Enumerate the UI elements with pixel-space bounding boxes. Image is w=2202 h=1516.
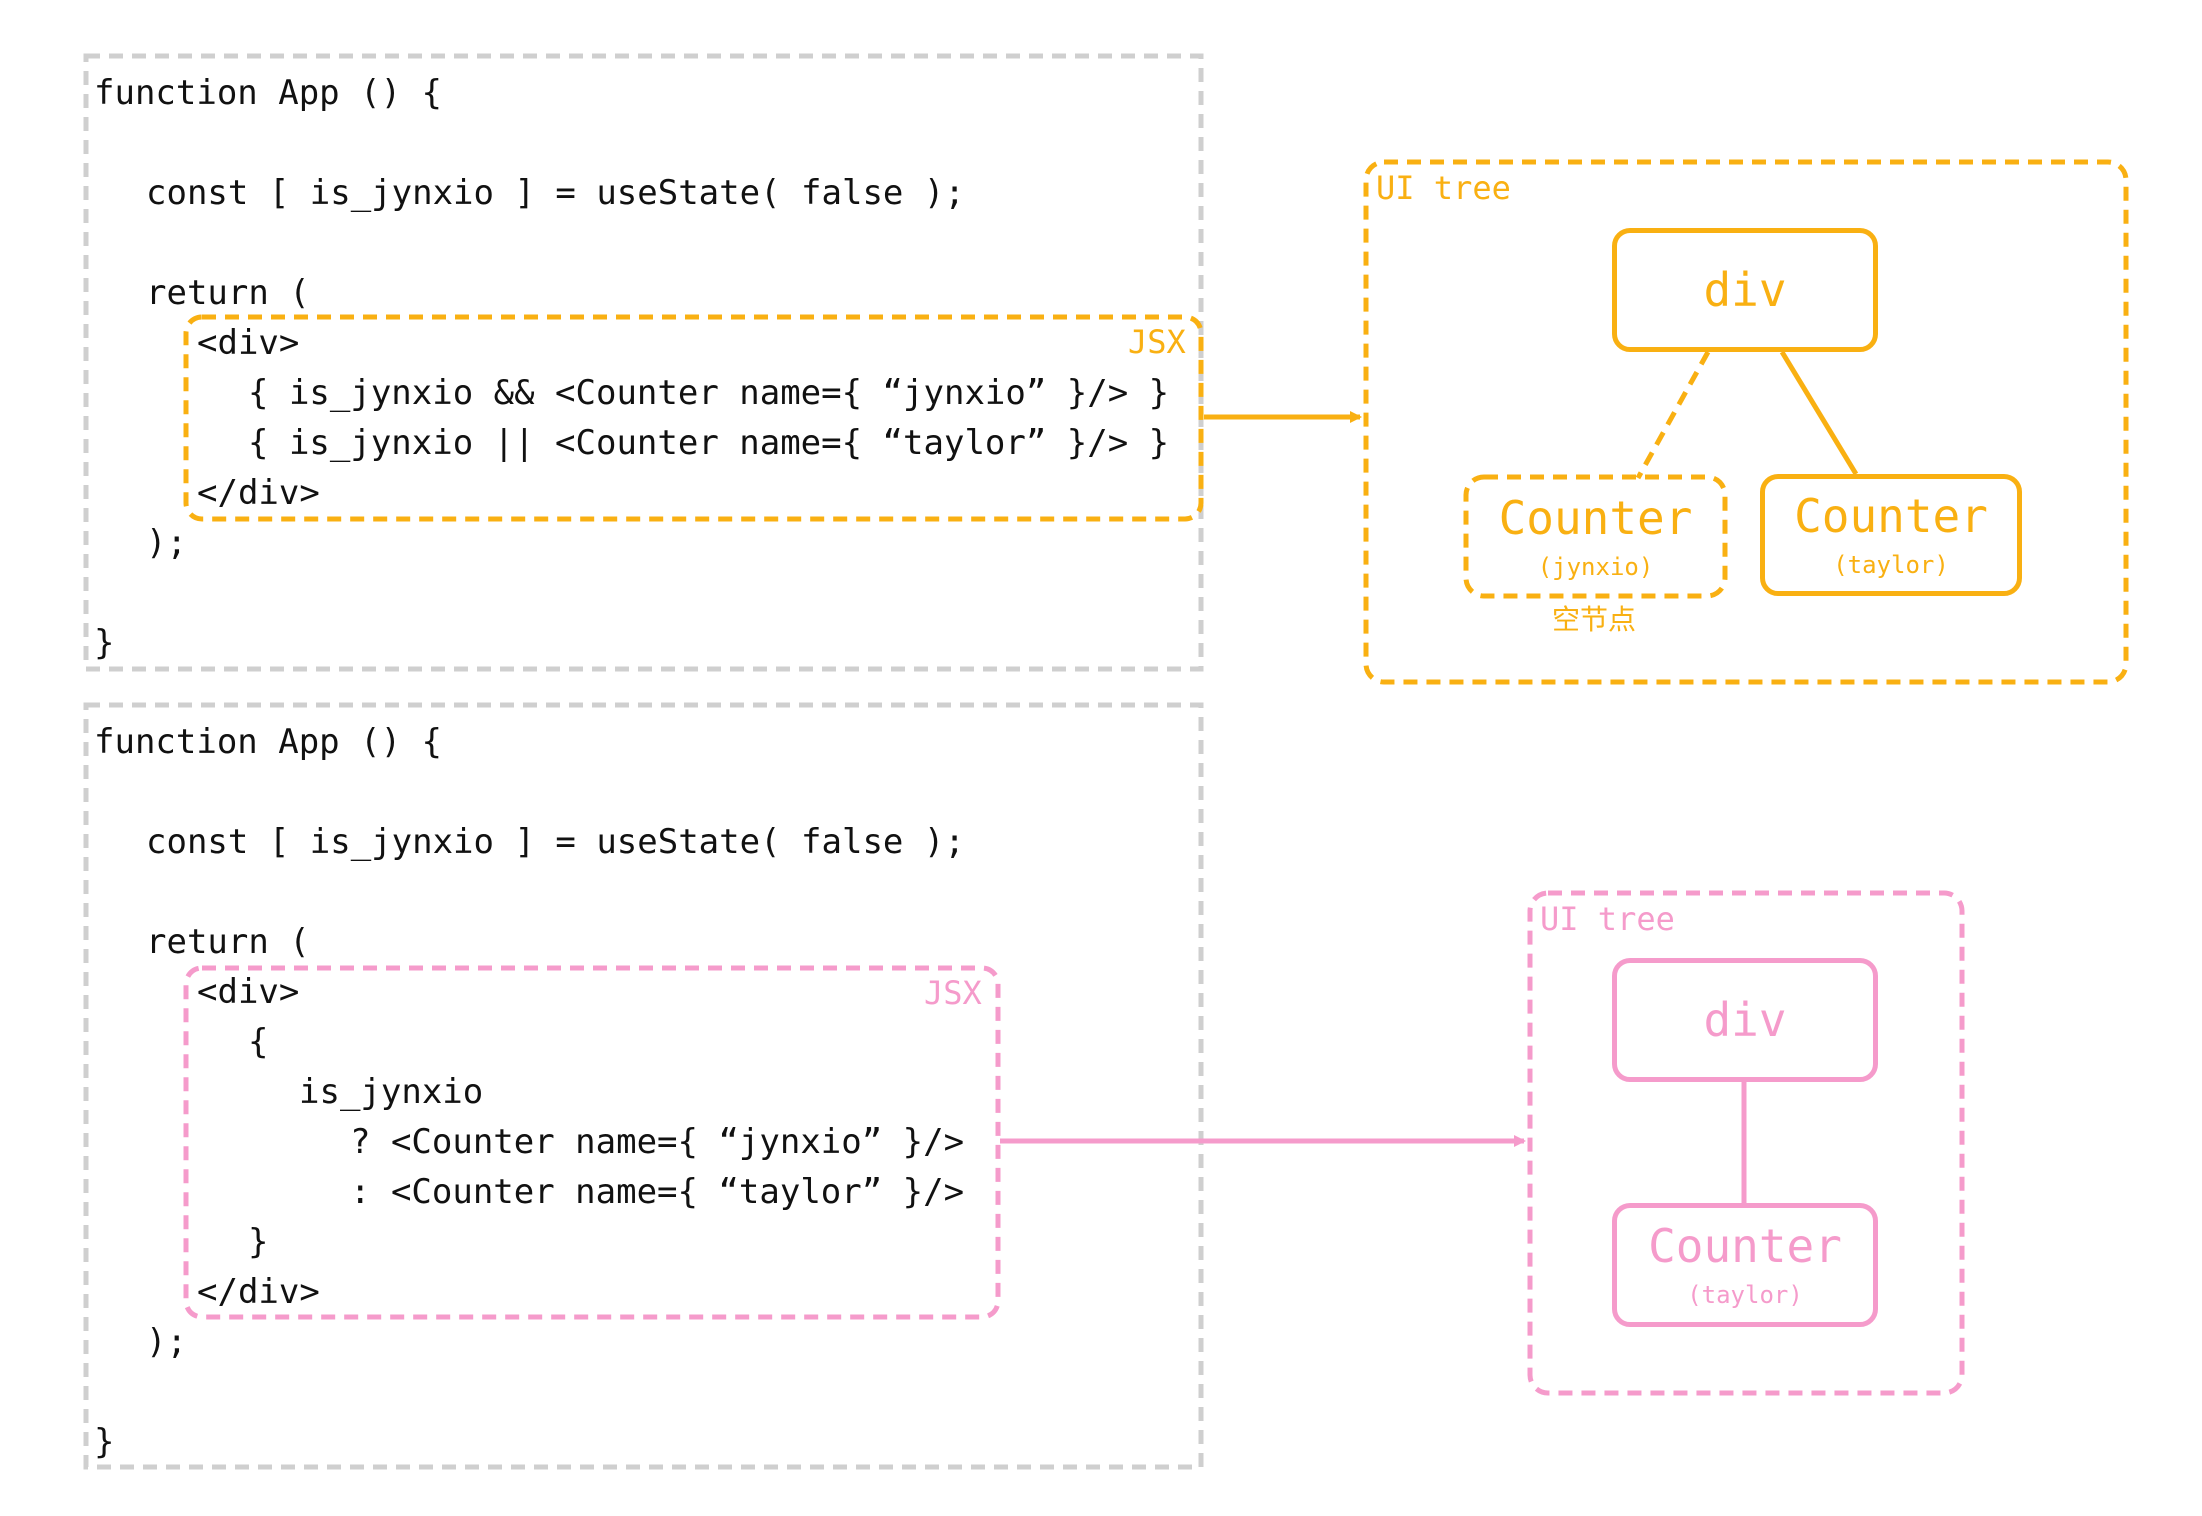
top-jsx-frame xyxy=(183,314,1204,522)
bottom-code-line-12: } xyxy=(94,1422,115,1462)
top-div-node-label: div xyxy=(1703,263,1787,317)
top-code-line-5: { is_jynxio && <Counter name={ “jynxio” … xyxy=(248,373,1170,413)
top-empty-counter-node: Counter (jynxio) xyxy=(1466,477,1725,596)
top-code-line-6: { is_jynxio || <Counter name={ “taylor” … xyxy=(248,423,1170,463)
bottom-code-frame xyxy=(83,702,1204,1470)
bottom-code-line-9: } xyxy=(248,1222,269,1262)
top-taylor-counter-node: Counter (taylor) xyxy=(1760,474,2022,596)
top-taylor-counter-sub: (taylor) xyxy=(1833,551,1949,579)
bottom-code-line-11: ); xyxy=(146,1322,187,1362)
bottom-code-line-6: is_jynxio xyxy=(299,1072,484,1112)
top-div-node: div xyxy=(1612,228,1878,352)
bottom-jsx-label: JSX xyxy=(924,974,982,1012)
bottom-code-line-2: const [ is_jynxio ] = useState( false ); xyxy=(146,822,965,862)
bottom-ui-tree-frame xyxy=(1527,890,1965,1396)
bottom-taylor-counter-sub: (taylor) xyxy=(1687,1281,1803,1309)
top-jsx-label: JSX xyxy=(1128,323,1186,361)
empty-node-note: 空节点 xyxy=(1552,603,1637,636)
bottom-div-node-label: div xyxy=(1703,993,1787,1047)
top-empty-counter-label: Counter xyxy=(1498,490,1693,545)
bottom-ui-tree-label: UI tree xyxy=(1540,900,1675,938)
top-code-line-2: const [ is_jynxio ] = useState( false ); xyxy=(146,173,965,213)
bottom-taylor-counter-node: Counter (taylor) xyxy=(1612,1203,1878,1327)
bottom-code-line-1: function App () { xyxy=(94,722,442,762)
bottom-taylor-counter-label: Counter xyxy=(1648,1219,1842,1273)
top-edge-empty xyxy=(1635,350,1711,480)
top-edge-taylor xyxy=(1779,350,1859,476)
top-code-line-7: </div> xyxy=(197,473,320,513)
bottom-code-line-7: ? <Counter name={ “jynxio” }/> xyxy=(350,1122,965,1162)
bottom-code-line-10: </div> xyxy=(197,1272,320,1312)
top-code-line-4: <div> xyxy=(197,323,300,363)
bottom-code-line-3: return ( xyxy=(146,922,310,962)
bottom-code-line-8: : <Counter name={ “taylor” }/> xyxy=(350,1172,965,1212)
top-code-line-9: } xyxy=(94,623,115,663)
bottom-code-line-5: { xyxy=(248,1022,269,1062)
top-code-line-1: function App () { xyxy=(94,73,442,113)
top-empty-node-frame xyxy=(1463,474,1728,599)
top-taylor-counter-label: Counter xyxy=(1794,489,1988,543)
top-empty-counter-sub: (jynxio) xyxy=(1537,552,1654,581)
bottom-div-node: div xyxy=(1612,958,1878,1082)
top-code-frame xyxy=(83,53,1204,672)
top-code-line-3: return ( xyxy=(146,273,310,313)
top-code-line-8: ); xyxy=(146,523,187,563)
bottom-code-line-4: <div> xyxy=(197,972,300,1012)
top-ui-tree-label: UI tree xyxy=(1376,169,1511,207)
top-ui-tree-frame xyxy=(1363,159,2129,685)
